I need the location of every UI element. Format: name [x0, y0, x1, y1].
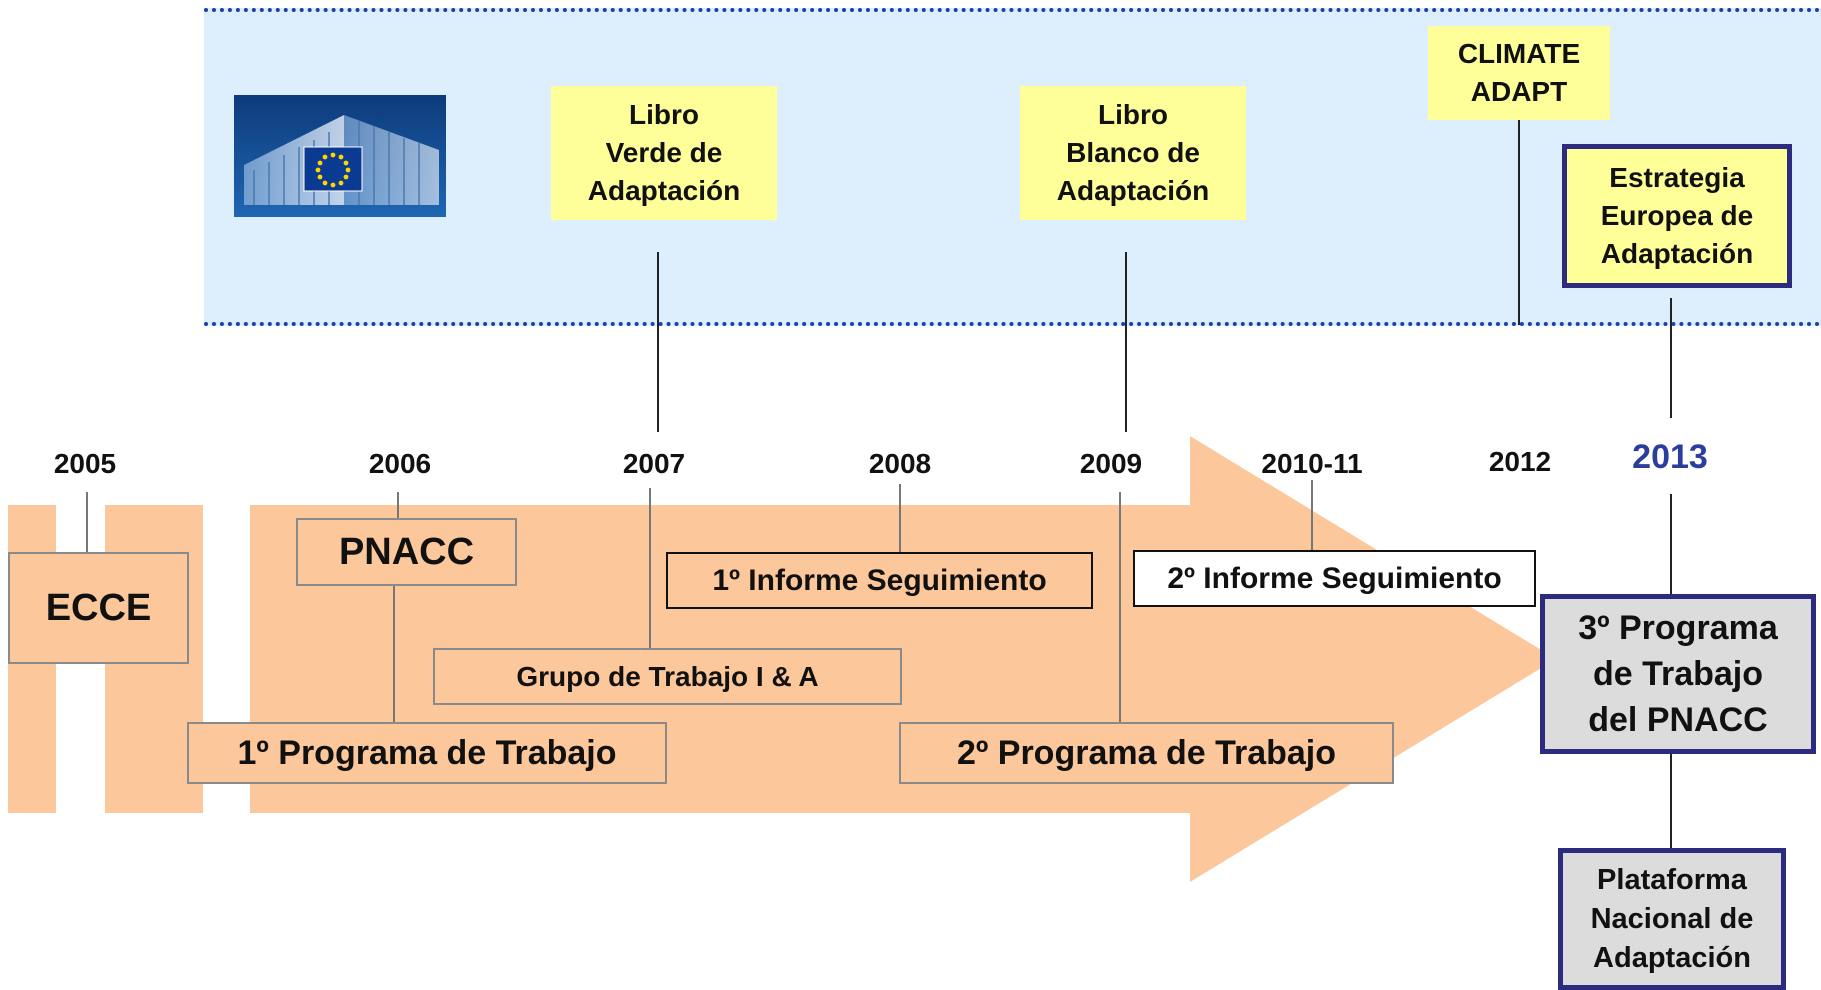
connector-climate-adapt: [1518, 120, 1520, 325]
programa-trabajo-1-box: 1º Programa de Trabajo: [187, 722, 667, 784]
connector-2007: [649, 488, 651, 648]
year-2005: 2005: [53, 448, 117, 479]
programa-trabajo-2-box: 2º Programa de Trabajo: [899, 722, 1394, 784]
estrategia-europea-box: Estrategia Europea de Adaptación: [1562, 144, 1792, 288]
climate-adapt-box: CLIMATE ADAPT: [1428, 26, 1610, 120]
connector-2009: [1119, 492, 1121, 722]
connector-2006: [397, 492, 399, 518]
connector-2008: [899, 484, 901, 552]
programa-trabajo-3-box: 3º Programa de Trabajo del PNACC: [1540, 594, 1816, 754]
libro-verde-box: Libro Verde de Adaptación: [551, 86, 777, 220]
connector-2010-11: [1311, 480, 1313, 552]
year-2008: 2008: [868, 448, 932, 479]
year-2007: 2007: [622, 448, 686, 479]
year-2010-11: 2010-11: [1261, 448, 1363, 479]
grupo-trabajo-box: Grupo de Trabajo I & A: [433, 648, 902, 705]
year-2012: 2012: [1488, 446, 1552, 477]
connector-programa3-plataforma: [1670, 752, 1672, 848]
libro-blanco-box: Libro Blanco de Adaptación: [1020, 86, 1246, 220]
informe-seguimiento-2-box: 2º Informe Seguimiento: [1133, 550, 1536, 607]
year-2009: 2009: [1079, 448, 1143, 479]
connector-libro-blanco: [1125, 252, 1127, 432]
connector-pnacc-programa1: [393, 586, 395, 722]
connector-estrategia: [1670, 298, 1672, 418]
ecce-box: ECCE: [8, 552, 189, 664]
pnacc-box: PNACC: [296, 518, 517, 586]
informe-seguimiento-1-box: 1º Informe Seguimiento: [666, 552, 1093, 609]
year-2006: 2006: [368, 448, 432, 479]
connector-2005: [86, 492, 88, 552]
plataforma-nacional-box: Plataforma Nacional de Adaptación: [1558, 848, 1786, 990]
connector-2013-programa3: [1670, 494, 1672, 594]
connector-libro-verde: [657, 252, 659, 432]
year-2013: 2013: [1632, 438, 1708, 476]
eu-commission-building-icon: [234, 95, 446, 217]
